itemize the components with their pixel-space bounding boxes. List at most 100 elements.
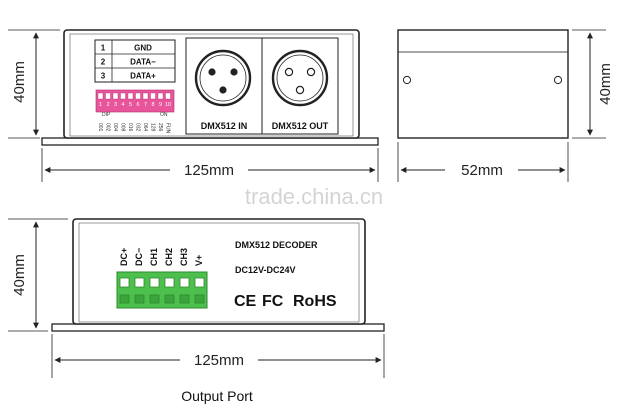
decoder-title: DMX512 DECODER (235, 240, 318, 250)
mount-hole (553, 75, 563, 85)
bottom-width-dimension: 125mm (51, 334, 385, 378)
pin-table: 1 2 3 GND DATA− DATA+ (94, 39, 176, 83)
top-left-height-dimension: 40mm (8, 29, 60, 139)
dip-number: 4 (121, 102, 124, 108)
terminal-label: CH3 (179, 248, 189, 266)
dip-value: 256 (157, 123, 163, 132)
dmx-out-connector (271, 49, 329, 107)
terminal-socket (194, 294, 205, 304)
dip-key (97, 92, 104, 100)
terminal-screw (164, 277, 175, 288)
dmx-in-label: DMX512 IN (201, 121, 248, 131)
dip-value: 002 (105, 123, 111, 132)
dip-number: 10 (165, 102, 171, 108)
dmx-out-pin (306, 67, 316, 77)
terminal-socket (179, 294, 190, 304)
bottom-base-flange (51, 323, 385, 332)
voltage-label: DC12V-DC24V (235, 265, 296, 275)
dmx-out-pin (284, 67, 294, 77)
top-left-height-label: 40mm (11, 61, 28, 103)
dip-value: 016 (127, 123, 133, 132)
dip-value: 032 (135, 123, 141, 132)
dip-key (157, 92, 164, 100)
side-body (397, 29, 569, 139)
terminal-label: DC+ (119, 248, 129, 266)
dmx-in-pin (219, 86, 227, 94)
dmx-out-pin (295, 85, 305, 95)
dip-key (135, 92, 141, 100)
terminal-socket (119, 294, 130, 304)
watermark: trade.china.cn (245, 184, 383, 209)
dmx-in-connector (194, 49, 252, 107)
dip-key (150, 92, 156, 100)
base-flange (41, 137, 379, 146)
bottom-height-dimension: 40mm (8, 218, 68, 332)
pin-2-number: 2 (101, 58, 106, 67)
certification-marks: CE FC RoHS (234, 293, 337, 310)
top-right-width-label: 52mm (461, 162, 503, 179)
output-port-caption: Output Port (181, 388, 253, 404)
dip-number: 7 (144, 102, 147, 108)
dip-on-label: ON (160, 112, 168, 118)
dip-number: 6 (136, 102, 139, 108)
terminal-screw (119, 277, 130, 288)
dip-number: 5 (129, 102, 132, 108)
rohs-mark: RoHS (293, 293, 337, 310)
dip-number: 2 (106, 102, 109, 108)
top-right-view: 40mm 52mm (397, 29, 614, 182)
dip-number: 1 (99, 102, 102, 108)
bottom-enclosure-inner (78, 222, 360, 323)
dip-key (165, 92, 171, 100)
terminal-label: CH1 (149, 248, 159, 266)
bottom-height-label: 40mm (11, 254, 28, 296)
pin-3-signal: DATA+ (130, 72, 156, 81)
dip-number: 9 (159, 102, 162, 108)
dip-value: 128 (150, 123, 156, 132)
terminal-socket (149, 294, 160, 304)
top-left-width-label: 125mm (184, 162, 234, 179)
pin-3-number: 3 (101, 72, 106, 81)
terminal-block (116, 271, 208, 309)
terminal-screw (149, 277, 160, 288)
dmx-in-pin (230, 68, 238, 76)
pin-1-number: 1 (101, 44, 106, 53)
terminal-screw (179, 277, 190, 288)
terminal-labels: DC+ DC− CH1 CH2 CH3 V+ (119, 248, 204, 266)
dip-value: FUN (165, 123, 171, 134)
dip-number: 8 (151, 102, 154, 108)
terminal-label: CH2 (164, 248, 174, 266)
dip-key (120, 92, 126, 100)
dip-value: 008 (120, 123, 126, 132)
mount-hole (402, 75, 412, 85)
terminal-socket (164, 294, 175, 304)
dip-key (105, 92, 111, 100)
dip-value: 004 (112, 123, 118, 132)
terminal-label: DC− (134, 248, 144, 266)
ce-mark: CE (234, 293, 257, 310)
top-right-height-dimension: 40mm (572, 29, 614, 139)
dmx-in-pin (208, 68, 216, 76)
terminal-label: V+ (194, 255, 204, 266)
terminal-screw (134, 277, 145, 288)
bottom-width-label: 125mm (194, 352, 244, 369)
dip-label: DIP (102, 112, 111, 118)
pin-2-signal: DATA− (130, 58, 156, 67)
terminal-screw (194, 277, 205, 288)
top-left-width-dimension: 125mm (41, 148, 379, 182)
terminal-socket (134, 294, 145, 304)
side-top-strip (397, 29, 569, 53)
dip-key (142, 92, 149, 100)
dmx-out-label: DMX512 OUT (272, 121, 329, 131)
dip-value: 064 (142, 123, 148, 132)
bottom-view: DC+ DC− CH1 CH2 CH3 V+ DMX512 DECODER DC12V-D… (8, 218, 385, 404)
dip-key (127, 92, 134, 100)
fc-mark: FC (262, 293, 284, 310)
dip-value: 001 (97, 123, 103, 132)
top-right-width-dimension: 52mm (397, 142, 569, 182)
enclosure-inner (69, 33, 354, 137)
dip-key (112, 92, 119, 100)
top-right-height-label: 40mm (597, 63, 614, 105)
